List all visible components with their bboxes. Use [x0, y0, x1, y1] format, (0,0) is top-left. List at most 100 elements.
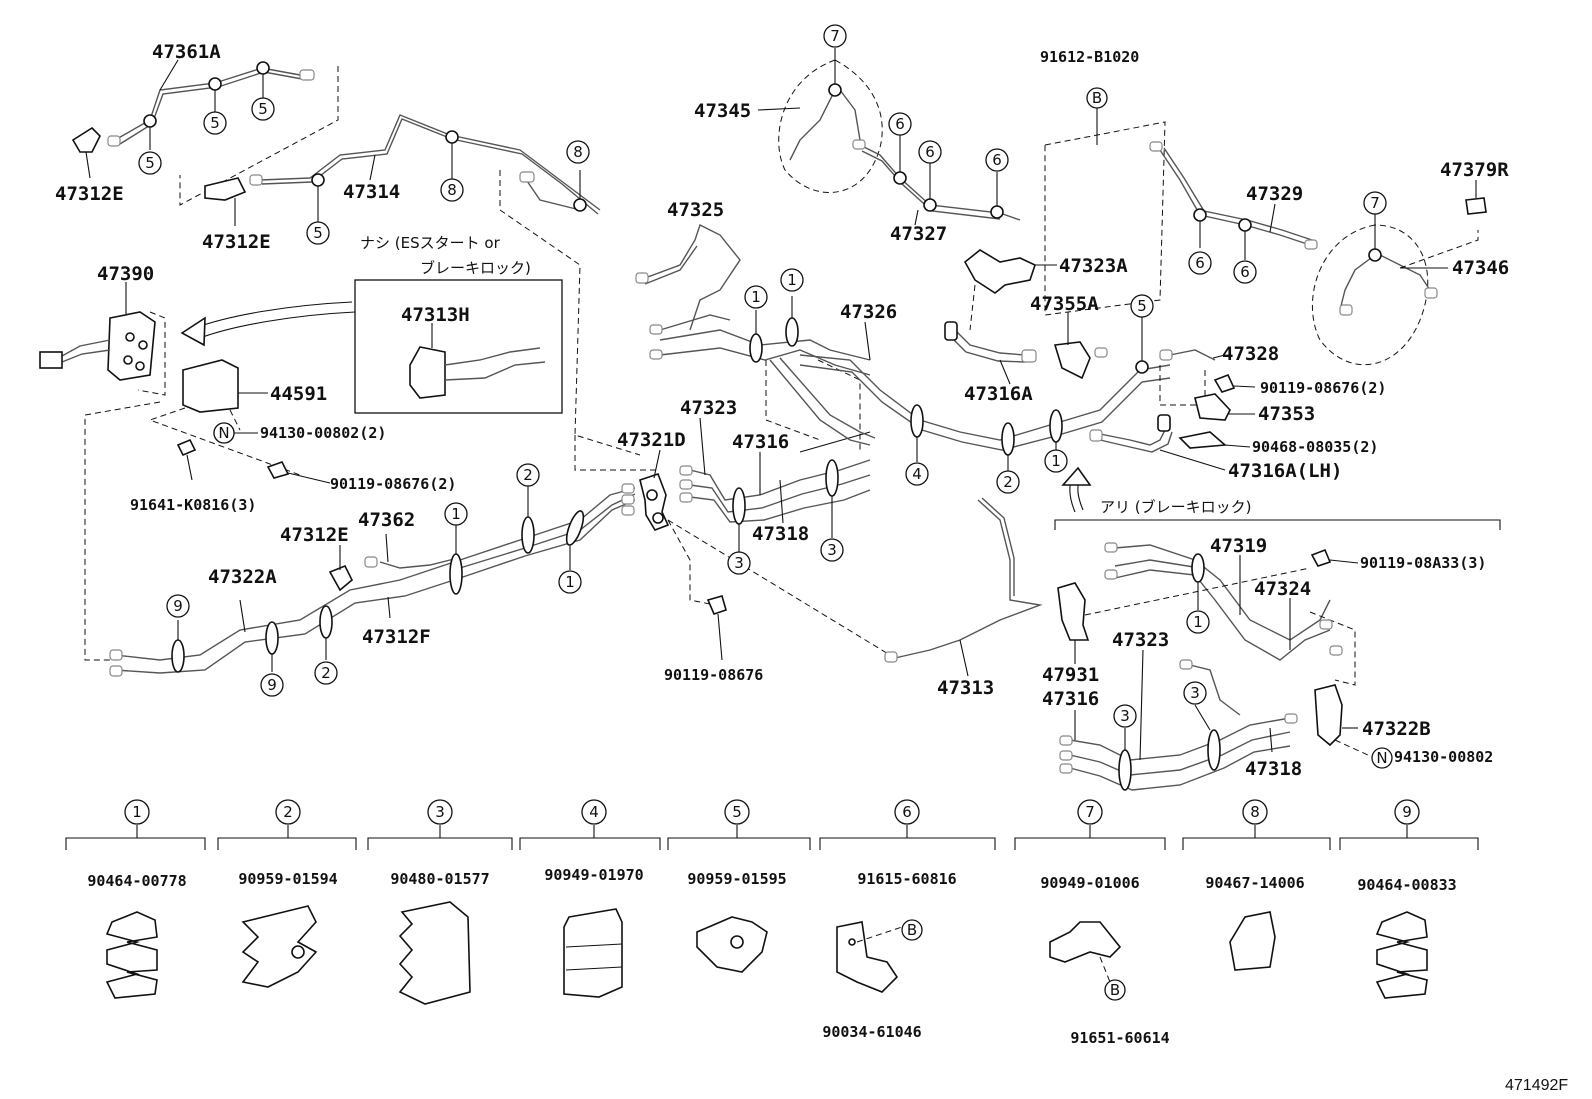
- label-47326: 47326: [840, 301, 897, 323]
- callout-number: 9: [173, 597, 183, 615]
- callout-clamp-7: 7: [823, 24, 847, 48]
- callout-clamp-6: 6: [985, 148, 1009, 172]
- callout-number: 5: [258, 100, 268, 118]
- label-47325: 47325: [667, 199, 724, 221]
- callout-clamp-4: 4: [905, 462, 929, 486]
- label-94130-00802: 94130-00802: [1394, 748, 1493, 766]
- label-47323: 47323: [1112, 629, 1169, 651]
- callout-number: 1: [1193, 613, 1203, 631]
- callout-number: 9: [267, 676, 277, 694]
- callout-clamp-6: 6: [918, 140, 942, 164]
- legend-number: 4: [589, 803, 599, 821]
- callout-number: 6: [925, 143, 935, 161]
- label-91641-K0816: 91641-K0816(3): [130, 496, 256, 514]
- notes: ナシ (ESスタート or ブレーキロック) アリ (ブレーキロック): [360, 234, 1251, 516]
- callout-number: 3: [827, 541, 837, 559]
- callout-clamp-1: 1: [1044, 449, 1068, 473]
- label-47362: 47362: [358, 509, 415, 531]
- label-47318: 47318: [1245, 758, 1302, 780]
- marker-B-label: B: [1110, 981, 1120, 999]
- legend-number-circle: [427, 799, 453, 825]
- legend-number: 1: [132, 803, 142, 821]
- callout-clamp-5: 5: [306, 221, 330, 245]
- label-90119-08676: 90119-08676: [664, 666, 763, 684]
- label-47329: 47329: [1246, 183, 1303, 205]
- group-47326: [799, 316, 1226, 472]
- callout-clamp-1: 1: [780, 268, 804, 292]
- label-47318: 47318: [752, 523, 809, 545]
- part-labels: 47361A 47312E 47312E 47314 47390 44591 4…: [55, 41, 1509, 780]
- callout-clamp-9: 9: [166, 594, 190, 618]
- legend-part-number: 90464-00833: [1357, 876, 1456, 894]
- arrow-47390: [180, 301, 356, 347]
- callout-clamp-1: 1: [444, 502, 468, 526]
- marker-circles: N N B: [213, 87, 1393, 769]
- callout-clamp-1: 1: [558, 570, 582, 594]
- callout-number: 3: [734, 554, 744, 572]
- callout-clamp-5: 5: [251, 97, 275, 121]
- legend-number: 5: [732, 803, 742, 821]
- label-47324: 47324: [1254, 578, 1311, 600]
- callout-clamp-6: 6: [1233, 260, 1257, 284]
- legend-bracket: [1339, 837, 1479, 850]
- label-47931: 47931: [1042, 664, 1099, 686]
- callout-number: 1: [565, 573, 575, 591]
- callout-clamp-2: 2: [314, 661, 338, 685]
- arrow-ari: [1061, 466, 1092, 513]
- legend-number-circle: [124, 799, 150, 825]
- callout-number: 8: [447, 181, 457, 199]
- callout-number: 1: [1051, 452, 1061, 470]
- legend-part-number: 90464-00778: [87, 872, 186, 890]
- legend-bracket: [519, 837, 661, 850]
- note-nashi-line1: ナシ (ESスタート or: [360, 234, 501, 252]
- legend-number-circle: [1077, 799, 1103, 825]
- callout-clamp-1: 1: [744, 285, 768, 309]
- callout-number: 6: [895, 115, 905, 133]
- callout-number: 1: [451, 505, 461, 523]
- marker-B-label: B: [907, 921, 917, 939]
- group-47346: [1311, 180, 1487, 366]
- callout-number: 1: [751, 288, 761, 306]
- label-47316: 47316: [732, 431, 789, 453]
- label-44591: 44591: [270, 383, 327, 405]
- label-94130-00802-2: 94130-00802(2): [260, 424, 386, 442]
- callout-number: 6: [1240, 263, 1250, 281]
- label-47312E: 47312E: [280, 524, 349, 546]
- label-47319: 47319: [1210, 535, 1267, 557]
- legend-extra-part-number: 91651-60614: [1070, 1029, 1169, 1047]
- callout-number: 5: [1137, 297, 1147, 315]
- note-ari: アリ (ブレーキロック): [1100, 498, 1251, 516]
- legend-bracket: [367, 837, 513, 850]
- legend-bracket: [1014, 837, 1166, 850]
- group-47345: [757, 48, 1021, 226]
- label-47314: 47314: [343, 181, 400, 203]
- legend-bracket: [1182, 837, 1331, 850]
- callout-clamp-6: 6: [1188, 251, 1212, 275]
- legend-bracket: [667, 837, 811, 850]
- legend-item-4: 4 90949-01970: [519, 799, 661, 998]
- legend-number-circle: [275, 799, 301, 825]
- callout-clamp-3: 3: [1183, 681, 1207, 705]
- callout-number: 2: [1003, 473, 1013, 491]
- label-90119-08A33: 90119-08A33(3): [1360, 554, 1486, 572]
- legend-part-number: 90949-01970: [544, 866, 643, 884]
- callout-number: 5: [313, 224, 323, 242]
- marker-N: N: [1376, 749, 1387, 767]
- callout-clamp-3: 3: [1113, 704, 1137, 728]
- legend-number: 3: [435, 803, 445, 821]
- callout-number: 5: [210, 114, 220, 132]
- group-center: [574, 224, 891, 661]
- callout-number: 7: [830, 27, 840, 45]
- legend-item-1: 1 90464-00778: [65, 799, 206, 999]
- callout-clamp-6: 6: [888, 112, 912, 136]
- label-47323A: 47323A: [1059, 255, 1128, 277]
- label-47390: 47390: [97, 263, 154, 285]
- label-47353: 47353: [1258, 403, 1315, 425]
- label-47323: 47323: [680, 397, 737, 419]
- group-47323A: [944, 108, 1166, 385]
- callout-clamp-8: 8: [566, 140, 590, 164]
